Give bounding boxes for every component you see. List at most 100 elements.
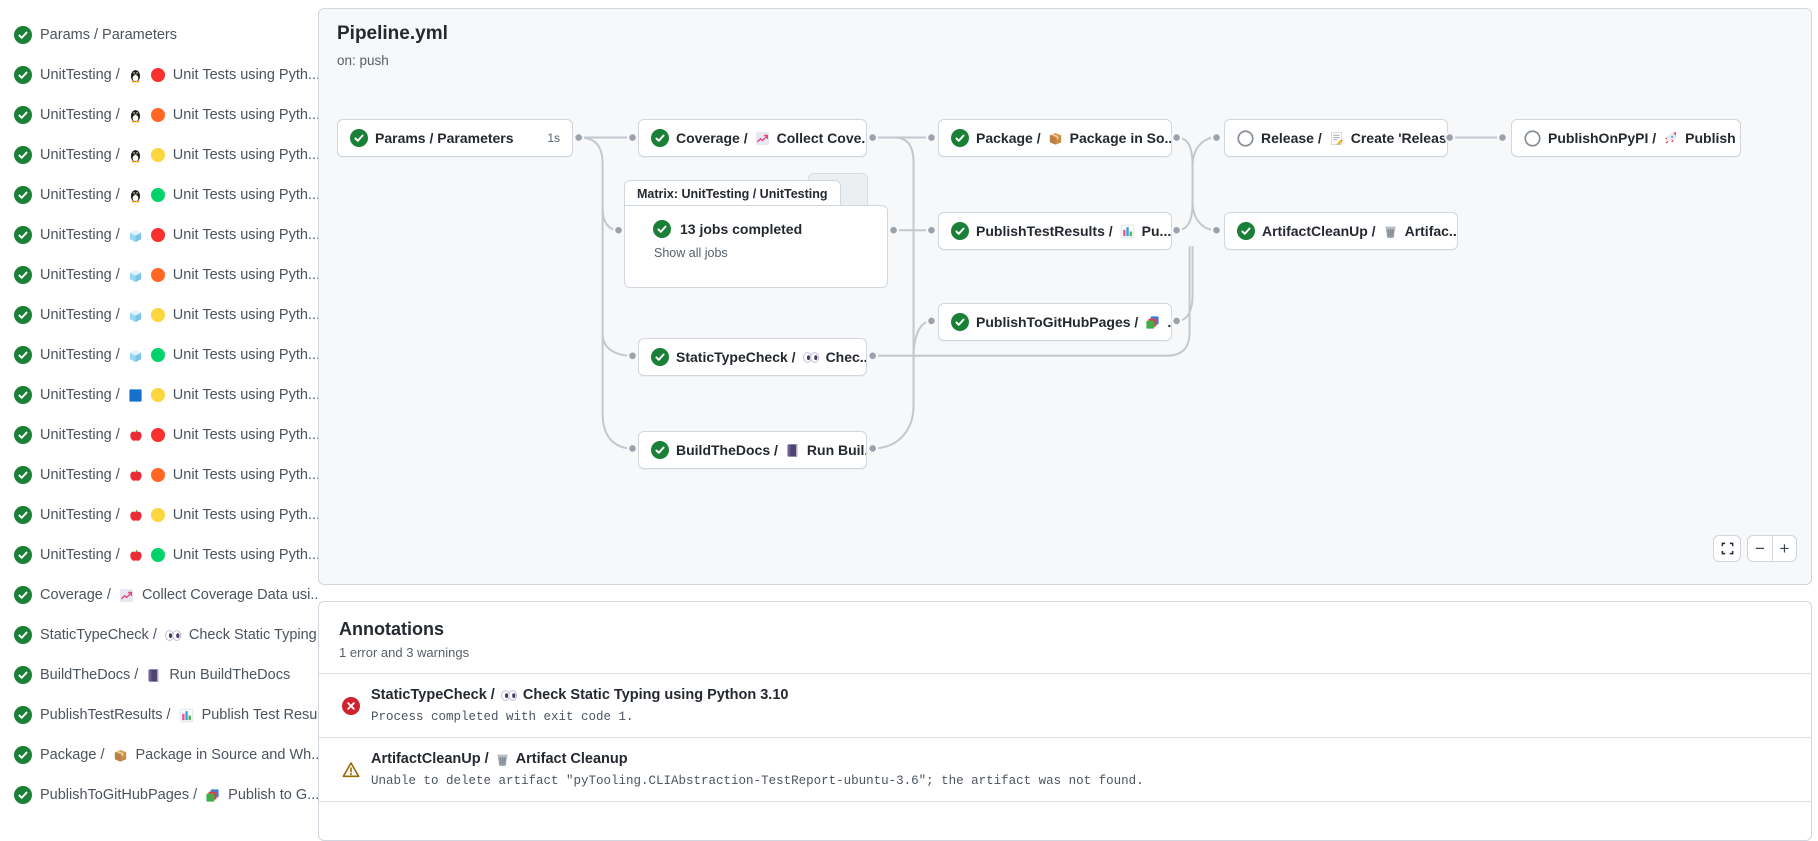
apple-icon xyxy=(128,428,143,443)
label-text: Unit Tests using Pyth... xyxy=(172,427,318,443)
workflow-file-title: Pipeline.yml xyxy=(337,23,448,44)
sidebar-job-item[interactable]: UnitTesting /Unit Tests using Pyth... xyxy=(0,535,318,575)
graph-node-package[interactable]: Package /Package in So...25s xyxy=(938,119,1172,157)
check-success-icon xyxy=(14,746,32,764)
job-duration: 1s xyxy=(547,131,560,145)
sidebar-job-item[interactable]: Package / Package in Source and Wh... xyxy=(0,735,318,775)
label-text: Create 'Release P... xyxy=(1350,130,1447,146)
memo-icon xyxy=(1329,131,1344,146)
bar-chart-icon xyxy=(179,708,194,723)
label-text: PublishTestResults / xyxy=(976,223,1113,239)
label-text: Coverage / xyxy=(40,587,111,603)
check-success-icon xyxy=(14,386,32,404)
check-success-icon xyxy=(14,546,32,564)
sidebar-job-item[interactable]: Params / Parameters xyxy=(0,15,318,55)
annotation-message: Unable to delete artifact "pyTooling.CLI… xyxy=(371,774,1144,788)
zoom-out-button[interactable]: − xyxy=(1747,535,1772,562)
label-text: ArtifactCleanUp / xyxy=(1262,223,1376,239)
graph-node-acu[interactable]: ArtifactCleanUp /Artifac...3s xyxy=(1224,212,1458,250)
graph-node-coverage[interactable]: Coverage /Collect Cove...25s xyxy=(638,119,867,157)
bar-chart-icon xyxy=(1120,224,1135,239)
sidebar-job-item[interactable]: UnitTesting /Unit Tests using Pyth... xyxy=(0,455,318,495)
sidebar-job-item[interactable]: UnitTesting /Unit Tests using Pyth... xyxy=(0,375,318,415)
graph-node-release[interactable]: Release /Create 'Release P... xyxy=(1224,119,1448,157)
workflow-graph-panel: Pipeline.yml on: push Params / Parameter… xyxy=(318,8,1812,585)
check-success-icon xyxy=(14,306,32,324)
graph-node-ptr[interactable]: PublishTestResults /Pu...17s xyxy=(938,212,1172,250)
sidebar-job-item[interactable]: UnitTesting /Unit Tests using Pyth... xyxy=(0,55,318,95)
freebsd-icon xyxy=(128,268,143,283)
sidebar-job-item[interactable]: UnitTesting /Unit Tests using Pyth... xyxy=(0,135,318,175)
label-text: Unit Tests using Pyth... xyxy=(172,67,318,83)
label-text: Unit Tests using Pyth... xyxy=(172,147,318,163)
windows-icon xyxy=(128,388,143,403)
check-success-icon xyxy=(651,348,669,366)
annotations-title: Annotations xyxy=(339,619,444,639)
notebook-icon xyxy=(146,668,161,683)
annotation-job-link[interactable]: ArtifactCleanUp /Artifact Cleanup xyxy=(371,751,1144,767)
show-all-jobs-link[interactable]: Show all jobs xyxy=(654,246,728,260)
graph-node-stc[interactable]: StaticTypeCheck /Chec...13s xyxy=(638,338,867,376)
label-text: Artifact Cleanup xyxy=(515,751,628,767)
check-success-icon xyxy=(1237,222,1255,240)
label-text: ... xyxy=(1167,314,1172,330)
check-success-icon xyxy=(14,226,32,244)
apple-icon xyxy=(128,548,143,563)
fullscreen-button[interactable] xyxy=(1713,535,1741,562)
label-text: StaticTypeCheck / xyxy=(371,687,495,703)
graph-node-btd[interactable]: BuildTheDocs /Run Buil...47s xyxy=(638,431,867,469)
sidebar-job-item[interactable]: UnitTesting / Unit Tests using Pyth... xyxy=(0,415,318,455)
label-text: Collect Cove... xyxy=(776,130,867,146)
sidebar-job-item[interactable]: PublishTestResults /Publish Test Resu... xyxy=(0,695,318,735)
dot-green-icon xyxy=(150,548,165,562)
matrix-jobs-summary: 13 jobs completed xyxy=(680,221,803,237)
dot-orange-icon xyxy=(150,268,165,282)
matrix-tab-label: Matrix: UnitTesting / UnitTesting xyxy=(624,180,841,206)
graph-node-pghp[interactable]: PublishToGitHubPages /...13s xyxy=(938,303,1172,341)
label-text: Collect Coverage Data usi... xyxy=(141,587,318,603)
check-success-icon xyxy=(14,506,32,524)
annotation-job-link[interactable]: StaticTypeCheck /Check Static Typing usi… xyxy=(371,687,788,703)
label-text: Unit Tests using Pyth... xyxy=(172,347,318,363)
zoom-in-button[interactable]: + xyxy=(1772,535,1797,562)
check-success-icon xyxy=(350,129,368,147)
label-text: UnitTesting / xyxy=(40,427,120,443)
graph-node-pypi[interactable]: PublishOnPyPI /Publish to ... xyxy=(1511,119,1741,157)
label-text: Package in Source and Wh... xyxy=(135,747,319,763)
sidebar-job-item[interactable]: UnitTesting /Unit Tests using Pyth... xyxy=(0,295,318,335)
label-text: Unit Tests using Pyth... xyxy=(172,507,318,523)
sidebar-job-item[interactable]: UnitTesting /Unit Tests using Pyth... xyxy=(0,215,318,255)
check-success-icon xyxy=(14,26,32,44)
label-text: Coverage / xyxy=(676,130,748,146)
sidebar-job-item[interactable]: StaticTypeCheck /Check Static Typing... xyxy=(0,615,318,655)
check-success-icon xyxy=(651,129,669,147)
sidebar-job-item[interactable]: Coverage / Collect Coverage Data usi... xyxy=(0,575,318,615)
check-success-icon xyxy=(951,313,969,331)
notebook-icon xyxy=(785,443,800,458)
label-text: UnitTesting / xyxy=(40,467,120,483)
label-text: StaticTypeCheck / xyxy=(40,627,157,643)
label-text: PublishOnPyPI / xyxy=(1548,130,1657,146)
label-text: Unit Tests using Pyth... xyxy=(172,227,318,243)
graph-zoom-controls: − + xyxy=(1713,535,1797,562)
label-text: Package / xyxy=(40,747,105,763)
sidebar-job-item[interactable]: BuildTheDocs /Run BuildTheDocs xyxy=(0,655,318,695)
sidebar-job-item[interactable]: UnitTesting /Unit Tests using Pyth... xyxy=(0,335,318,375)
annotations-header: Annotations 1 error and 3 warnings xyxy=(319,602,1811,673)
sidebar-job-item[interactable]: UnitTesting /Unit Tests using Pyth... xyxy=(0,495,318,535)
sidebar-job-item[interactable]: UnitTesting /Unit Tests using Pyth... xyxy=(0,175,318,215)
dot-yellow-icon xyxy=(150,388,165,402)
check-success-icon xyxy=(14,666,32,684)
pending-circle-icon xyxy=(1524,129,1541,147)
sidebar-job-item[interactable]: UnitTesting /Unit Tests using Pyth... xyxy=(0,255,318,295)
sidebar-job-item[interactable]: PublishToGitHubPages /Publish to G... xyxy=(0,775,318,815)
dot-red-icon xyxy=(150,68,165,82)
eyes-icon xyxy=(164,629,181,641)
label-text: Chec... xyxy=(825,349,867,365)
sidebar-job-item[interactable]: UnitTesting /Unit Tests using Pyth... xyxy=(0,95,318,135)
apple-icon xyxy=(128,468,143,483)
dot-green-icon xyxy=(150,188,165,202)
dot-yellow-icon xyxy=(150,148,165,162)
